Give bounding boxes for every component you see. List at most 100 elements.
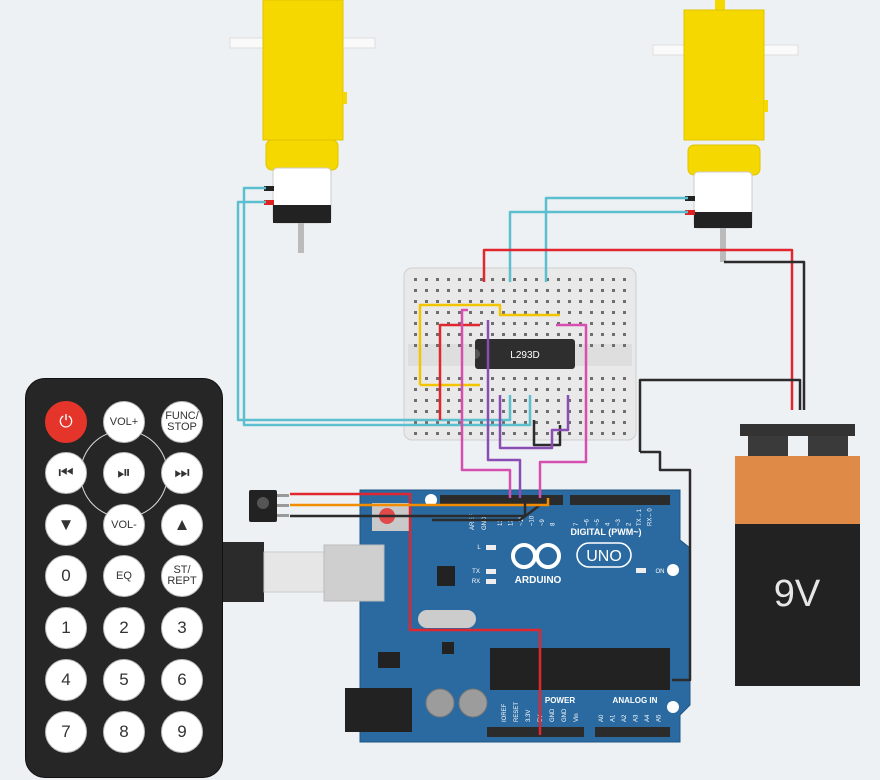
breadboard-hole[interactable] (425, 311, 428, 314)
breadboard-hole[interactable] (612, 388, 615, 391)
breadboard-hole[interactable] (568, 278, 571, 281)
breadboard-hole[interactable] (590, 399, 593, 402)
breadboard-hole[interactable] (469, 289, 472, 292)
breadboard-hole[interactable] (601, 311, 604, 314)
breadboard-hole[interactable] (491, 322, 494, 325)
breadboard-hole[interactable] (458, 421, 461, 424)
vol-up-button[interactable]: VOL+ (103, 401, 145, 443)
breadboard-hole[interactable] (414, 432, 417, 435)
breadboard-hole[interactable] (524, 388, 527, 391)
breadboard-hole[interactable] (524, 333, 527, 336)
breadboard-hole[interactable] (623, 410, 626, 413)
battery-9v[interactable] (735, 424, 860, 686)
breadboard-hole[interactable] (414, 388, 417, 391)
breadboard-hole[interactable] (480, 410, 483, 413)
breadboard-hole[interactable] (557, 278, 560, 281)
breadboard-hole[interactable] (601, 399, 604, 402)
breadboard-hole[interactable] (469, 300, 472, 303)
breadboard-hole[interactable] (557, 377, 560, 380)
breadboard-hole[interactable] (458, 289, 461, 292)
breadboard-hole[interactable] (601, 410, 604, 413)
breadboard-hole[interactable] (502, 388, 505, 391)
breadboard-hole[interactable] (601, 421, 604, 424)
breadboard-hole[interactable] (601, 322, 604, 325)
breadboard-hole[interactable] (458, 377, 461, 380)
breadboard-hole[interactable] (601, 289, 604, 292)
breadboard-hole[interactable] (535, 322, 538, 325)
l293d-chip[interactable]: L293D (475, 339, 575, 369)
breadboard-hole[interactable] (601, 388, 604, 391)
breadboard-hole[interactable] (425, 432, 428, 435)
breadboard-hole[interactable] (425, 322, 428, 325)
breadboard-hole[interactable] (480, 322, 483, 325)
breadboard-hole[interactable] (524, 278, 527, 281)
breadboard-hole[interactable] (436, 289, 439, 292)
breadboard-hole[interactable] (480, 421, 483, 424)
breadboard-hole[interactable] (535, 410, 538, 413)
breadboard-hole[interactable] (535, 421, 538, 424)
breadboard-hole[interactable] (491, 333, 494, 336)
breadboard-hole[interactable] (491, 432, 494, 435)
breadboard-hole[interactable] (557, 322, 560, 325)
breadboard-hole[interactable] (513, 289, 516, 292)
breadboard-hole[interactable] (447, 278, 450, 281)
breadboard-hole[interactable] (535, 289, 538, 292)
breadboard-hole[interactable] (623, 300, 626, 303)
breadboard-hole[interactable] (546, 278, 549, 281)
eq-button[interactable]: EQ (103, 555, 145, 597)
breadboard-hole[interactable] (546, 399, 549, 402)
breadboard-hole[interactable] (557, 388, 560, 391)
play-pause-button[interactable]: ⏯ (103, 452, 145, 494)
digit-5-button[interactable]: 5 (103, 659, 145, 701)
breadboard-hole[interactable] (425, 377, 428, 380)
breadboard-hole[interactable] (590, 432, 593, 435)
breadboard-hole[interactable] (612, 410, 615, 413)
breadboard-hole[interactable] (414, 421, 417, 424)
breadboard-hole[interactable] (535, 432, 538, 435)
breadboard-hole[interactable] (557, 289, 560, 292)
breadboard-hole[interactable] (590, 388, 593, 391)
breadboard-hole[interactable] (612, 344, 615, 347)
breadboard-hole[interactable] (612, 377, 615, 380)
breadboard-hole[interactable] (590, 410, 593, 413)
breadboard-hole[interactable] (546, 300, 549, 303)
breadboard-hole[interactable] (491, 410, 494, 413)
breadboard-hole[interactable] (447, 399, 450, 402)
breadboard-hole[interactable] (480, 300, 483, 303)
breadboard-hole[interactable] (590, 333, 593, 336)
breadboard-hole[interactable] (546, 311, 549, 314)
breadboard-hole[interactable] (513, 377, 516, 380)
down-button[interactable]: ▼ (45, 504, 87, 546)
breadboard-hole[interactable] (447, 377, 450, 380)
breadboard-hole[interactable] (546, 432, 549, 435)
breadboard-hole[interactable] (535, 399, 538, 402)
digit-2-button[interactable]: 2 (103, 607, 145, 649)
breadboard-hole[interactable] (557, 333, 560, 336)
breadboard-hole[interactable] (612, 289, 615, 292)
breadboard-hole[interactable] (579, 432, 582, 435)
breadboard-hole[interactable] (436, 432, 439, 435)
breadboard-hole[interactable] (425, 399, 428, 402)
breadboard-hole[interactable] (480, 388, 483, 391)
breadboard-hole[interactable] (491, 399, 494, 402)
breadboard-hole[interactable] (579, 311, 582, 314)
breadboard-hole[interactable] (491, 278, 494, 281)
breadboard-hole[interactable] (425, 300, 428, 303)
breadboard-hole[interactable] (524, 399, 527, 402)
breadboard-hole[interactable] (612, 300, 615, 303)
breadboard-hole[interactable] (601, 333, 604, 336)
breadboard-hole[interactable] (447, 388, 450, 391)
breadboard-hole[interactable] (436, 300, 439, 303)
breadboard-hole[interactable] (590, 311, 593, 314)
breadboard-hole[interactable] (469, 278, 472, 281)
dc-motor-left[interactable] (229, 0, 376, 253)
breadboard-hole[interactable] (601, 300, 604, 303)
breadboard-hole[interactable] (425, 333, 428, 336)
breadboard-hole[interactable] (491, 289, 494, 292)
breadboard-hole[interactable] (612, 311, 615, 314)
breadboard-hole[interactable] (546, 377, 549, 380)
breadboard-hole[interactable] (458, 322, 461, 325)
breadboard-hole[interactable] (447, 432, 450, 435)
breadboard-hole[interactable] (469, 344, 472, 347)
breadboard-hole[interactable] (469, 322, 472, 325)
